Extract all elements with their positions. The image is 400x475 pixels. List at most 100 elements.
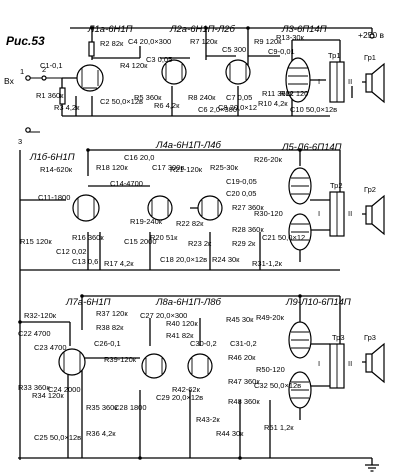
part-c22: С22 4700 <box>18 329 51 338</box>
tube-l7a <box>58 348 86 376</box>
tr1-primary: I <box>318 77 320 86</box>
stage-2-tube-1: Л1б-6Н1П <box>29 152 75 163</box>
input-terminal-3-label: 3 <box>18 137 22 146</box>
speaker-gr3-label: Гр3 <box>364 333 376 342</box>
stage-2: Л1б-6Н1П Л4а-6Н1П-Л4б Л5-Л6-6П14П Тр2 I … <box>19 140 385 460</box>
input-terminal-1: 1 <box>20 67 24 76</box>
part-r33: R33 360к <box>18 383 50 392</box>
part-c6: С6 2,0×300 <box>198 105 237 114</box>
stage-3-tube-1: Л7а-6Н1П <box>65 297 111 308</box>
stage-3: Л7а-6Н1П Л8а-6Н1П-Л8б Л9-Л10-6П14П Тр3 I… <box>18 295 385 458</box>
speaker-gr1 <box>365 62 385 104</box>
junction <box>238 456 242 460</box>
tube-l2b-internals <box>229 64 247 80</box>
part-r9: R9 120к <box>254 37 282 46</box>
part-c4: С4 20,0×300 <box>128 37 171 46</box>
part-c28: С28 1800 <box>114 403 147 412</box>
part-c27: С27 20,0×300 <box>140 311 187 320</box>
tube-l2a-internals <box>165 64 183 80</box>
stage-3-tube-3: Л9-Л10-6П14П <box>285 297 351 308</box>
part-c3: С3 0,05 <box>146 55 172 64</box>
tube-l1b <box>72 194 100 222</box>
part-c1: С1-0,1 <box>40 61 63 70</box>
part-r21: R21-120к <box>170 165 203 174</box>
part-r44: R44 30к <box>216 429 244 438</box>
input-terminal-3 <box>25 127 31 133</box>
part-r41: R41 82к <box>166 331 194 340</box>
part-r37: R37 120к <box>96 309 128 318</box>
tube-l3-internals <box>288 67 308 93</box>
part-r45: R45 30к <box>226 315 254 324</box>
part-r31: R31-1,2к <box>252 259 283 268</box>
tr3-primary: I <box>318 359 320 368</box>
input-wire <box>28 77 62 133</box>
junction <box>18 320 22 324</box>
input-terminal-2 <box>41 75 47 81</box>
part-c21: С21 50,0×12 <box>262 233 305 242</box>
speaker-gr2-label: Гр2 <box>364 185 376 194</box>
part-c18: С18 20,0×12в <box>160 255 207 264</box>
junction <box>86 148 90 152</box>
part-r7: R7 120к <box>190 37 218 46</box>
part-r15: R15 120к <box>20 237 52 246</box>
resistor-r1 <box>59 87 66 105</box>
part-c31: С31-0,2 <box>230 339 257 348</box>
part-r23: R23 2к <box>188 239 212 248</box>
tr2-primary: I <box>318 209 320 218</box>
part-r40: R40 120к <box>166 319 198 328</box>
part-c8: С8 20,0×12 <box>218 103 257 112</box>
part-r46: R46 20к <box>228 353 256 362</box>
stage-1-tube-3: Л3-6П14П <box>281 24 327 35</box>
part-c19: С19-0,05 <box>226 177 257 186</box>
tube-l4a <box>147 195 173 221</box>
ground-symbol <box>365 464 379 472</box>
part-c12: С12 0,02 <box>56 247 86 256</box>
part-r16: R16 360к <box>72 233 104 242</box>
tube-l1a <box>76 64 104 92</box>
ground-rail <box>18 457 373 465</box>
speaker-gr2 <box>365 194 385 236</box>
part-r2: R2 82к <box>100 39 124 48</box>
part-r11: R11 360к <box>262 89 294 98</box>
part-c10: С10 50,0×12в <box>290 105 337 114</box>
part-r18: R18 120к <box>96 163 128 172</box>
part-r14: R14-620к <box>40 165 73 174</box>
part-r50: R50-120 <box>256 365 285 374</box>
part-r17: R17 4,2к <box>104 259 134 268</box>
part-r5: R5 360к <box>134 93 162 102</box>
part-c29: С29 20,0×12в <box>156 393 203 402</box>
part-r19: R19-240к <box>130 217 163 226</box>
stage-2-tube-3: Л5-Л6-6П14П <box>281 142 342 153</box>
part-r39: R39-120к <box>104 355 137 364</box>
stage-1-tube-2: Л2a-6Н1П-Л2б <box>169 24 236 35</box>
stage-1-tube-1: Л1a-6Н1П <box>87 24 133 35</box>
tube-l4a-internals <box>151 200 169 216</box>
junction <box>298 148 302 152</box>
part-r4: R4 120к <box>120 61 148 70</box>
tr1-secondary: II <box>348 77 352 86</box>
tube-l1b-internals <box>77 198 95 218</box>
tube-l2a <box>161 59 187 85</box>
part-c15: С15 2000 <box>124 237 157 246</box>
part-r12: R12 120 <box>280 89 308 98</box>
part-r30: R30-120 <box>254 209 283 218</box>
part-c13: С13 0,6 <box>72 257 98 266</box>
part-c26: С26-0,1 <box>94 339 121 348</box>
stage-3-tube-2: Л8а-6Н1П-Л8б <box>155 297 222 308</box>
part-r8: R8 240к <box>188 93 216 102</box>
tube-l8b <box>187 353 213 379</box>
part-r6: R6 4,2к <box>154 101 180 110</box>
input-label: Вх <box>4 76 15 86</box>
tube-l8a <box>141 353 167 379</box>
part-r42: R42-62к <box>172 385 201 394</box>
part-c7: С7 0,05 <box>226 93 252 102</box>
part-r48: R48 360к <box>228 397 260 406</box>
part-c20: С20 0,05 <box>226 189 256 198</box>
part-r32: R32-120к <box>24 311 57 320</box>
part-c30: С30-0,2 <box>190 339 217 348</box>
junction <box>90 26 94 30</box>
part-r28: R28 360к <box>232 225 264 234</box>
part-r49: R49-20к <box>256 313 285 322</box>
junction-dots <box>18 26 302 460</box>
